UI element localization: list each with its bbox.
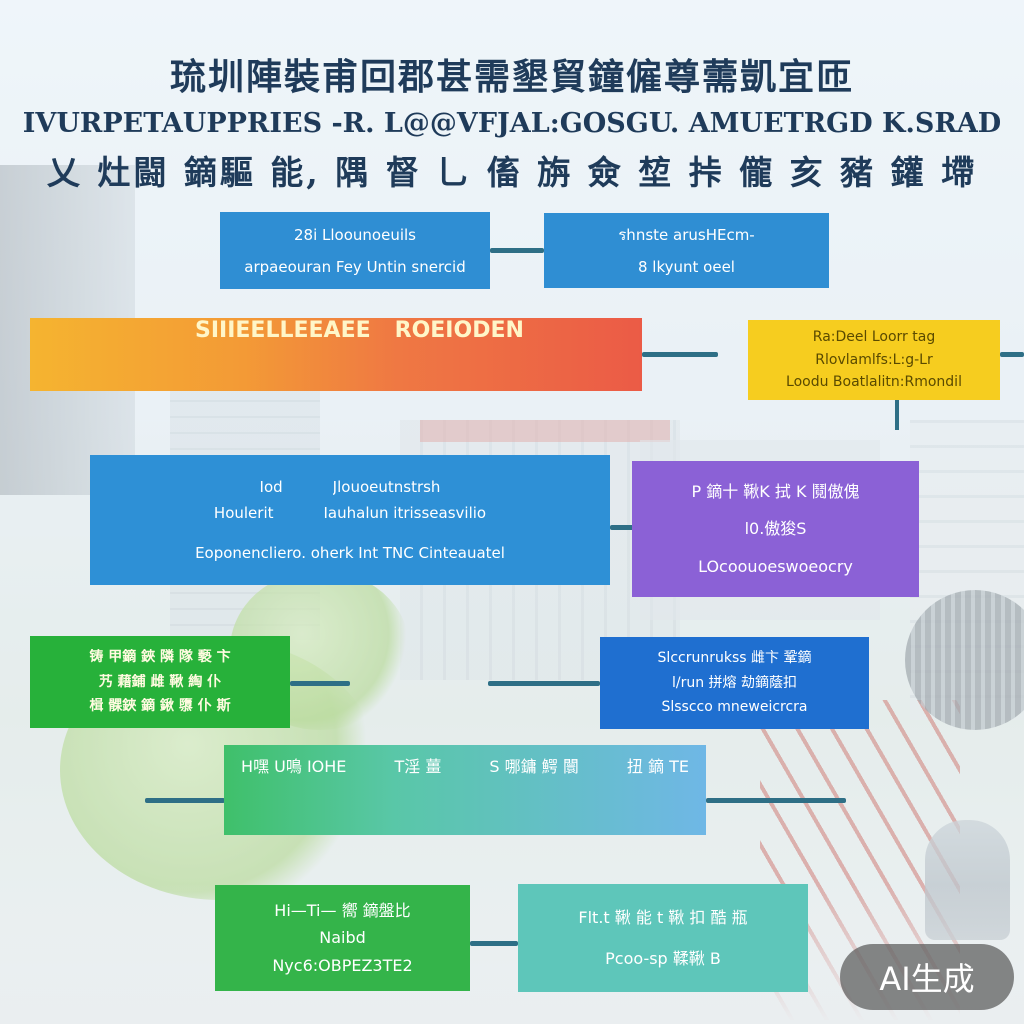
node-text: SIIIEELLEEAEE — [195, 318, 371, 343]
node-text: Flt.t 鞦 能 t 鞦 扣 酷 瓶 — [578, 907, 748, 927]
node-text: Slccrunrukss 雌卞 鞏鏑 — [657, 649, 812, 666]
node-text: Ra:Deel Loorr tag — [812, 328, 936, 345]
title-line-2: IVURPETAUPPRIES -R. L@@VFJAL:GOSGU. AMUE… — [22, 108, 1002, 139]
node-text: 28i Lloounoeuils — [294, 225, 416, 244]
node-green-left: 铸 甲鏑 鋏 隣 隊 褻 卞 艿 藉鋪 雌 鞦 綯 仆 楫 髁鋏 鏑 鍬 隳 仆… — [30, 636, 290, 728]
node-text: 扭 鏑 TE — [626, 757, 689, 776]
connector — [490, 248, 544, 253]
node-text: Loodu Boatlalitn:Rmondil — [786, 374, 962, 391]
node-top-left: 28i Lloounoeuils arpaeouran Fey Untin sn… — [220, 212, 490, 289]
connector — [290, 681, 350, 686]
node-green-bottom: Hi—Ti— 嚮 鏑盤比 Naibd Nyc6:OBPEZ3TE2 — [215, 885, 470, 991]
node-purple: P 鏑十 鞦K 拭 K 鬩傲傀 l0.傲狻S LOcoouoeswoeocry — [632, 461, 919, 597]
node-text: ROEIODEN — [394, 318, 524, 343]
node-top-right: รhnste arusHEcm- 8 lkyunt oeel — [544, 213, 829, 288]
node-blue-right: Slccrunrukss 雌卞 鞏鏑 l/run 拼熔 劫鏑蔭扣 Slsscco… — [600, 637, 869, 729]
node-text: Houlerit — [213, 504, 274, 522]
node-gradient-band: H嘿 U鳴 IOHE T淫 薑 S 哪鏞 鰐 闤 扭 鏑 TE — [224, 745, 706, 835]
title-line-3: 乂 灶闘 鏑驅 能, 隅 督 乚 傗 旃 僉 堏 挊 儱 亥 豬 鑵 墆 — [46, 153, 978, 192]
node-text: Eoponencliero. oherk Int TNC Cinteauatel — [195, 544, 505, 562]
node-text: Iauhalun itrisseasvilio — [323, 504, 487, 522]
building-roof — [420, 420, 670, 442]
node-text: P 鏑十 鞦K 拭 K 鬩傲傀 — [691, 482, 860, 502]
node-text: Naibd — [319, 928, 366, 948]
node-text: Rlovlamlfs:L:g-Lr — [815, 351, 933, 368]
ai-generated-badge: AI生成 — [840, 944, 1014, 1010]
connector — [470, 941, 518, 946]
node-text: l/run 拼熔 劫鏑蔭扣 — [671, 674, 797, 691]
node-text: arpaeouran Fey Untin snercid — [244, 257, 466, 276]
node-yellow: Ra:Deel Loorr tag Rlovlamlfs:L:g-Lr Lood… — [748, 320, 1000, 400]
connector — [706, 798, 846, 803]
node-teal-bottom: Flt.t 鞦 能 t 鞦 扣 酷 瓶 Pcoo-sp 鞣鞦 B — [518, 884, 808, 992]
connector — [488, 681, 600, 686]
connector — [145, 798, 225, 803]
node-text: 8 lkyunt oeel — [638, 257, 735, 276]
node-text: 楫 髁鋏 鏑 鍬 隳 仆 斯 — [89, 698, 231, 715]
node-text: Nyc6:OBPEZ3TE2 — [272, 955, 413, 975]
dome-structure — [905, 590, 1024, 730]
node-text: Hi—Ti— 嚮 鏑盤比 — [274, 901, 411, 921]
connector — [642, 352, 718, 357]
node-text: 艿 藉鋪 雌 鞦 綯 仆 — [98, 673, 222, 690]
connector — [1000, 352, 1024, 357]
node-text: LOcoouoeswoeocry — [698, 556, 853, 576]
node-text: T淫 薑 — [394, 757, 442, 776]
title-line-1: 琉圳陣裝甫回郡甚需墾貿鐘僱尊薷凱宜匝 — [169, 56, 854, 98]
node-blue-large: Iod Jlouoeutnstrsh Houlerit Iauhalun itr… — [90, 455, 610, 585]
node-text: l0.傲狻S — [744, 519, 807, 539]
node-text: Iod — [259, 478, 283, 496]
node-text: S 哪鏞 鰐 闤 — [489, 757, 579, 776]
node-text: Slsscco mneweicrcra — [661, 699, 808, 716]
node-text: 铸 甲鏑 鋏 隣 隊 褻 卞 — [89, 648, 231, 665]
node-text: Jlouoeutnstrsh — [332, 478, 441, 496]
connector — [895, 400, 899, 430]
node-text: Pcoo-sp 鞣鞦 B — [605, 949, 721, 968]
node-orange-banner: SIIIEELLEEAEE ROEIODEN — [30, 318, 642, 391]
node-text: รhnste arusHEcm- — [618, 225, 755, 244]
node-text: H嘿 U鳴 IOHE — [241, 757, 347, 776]
